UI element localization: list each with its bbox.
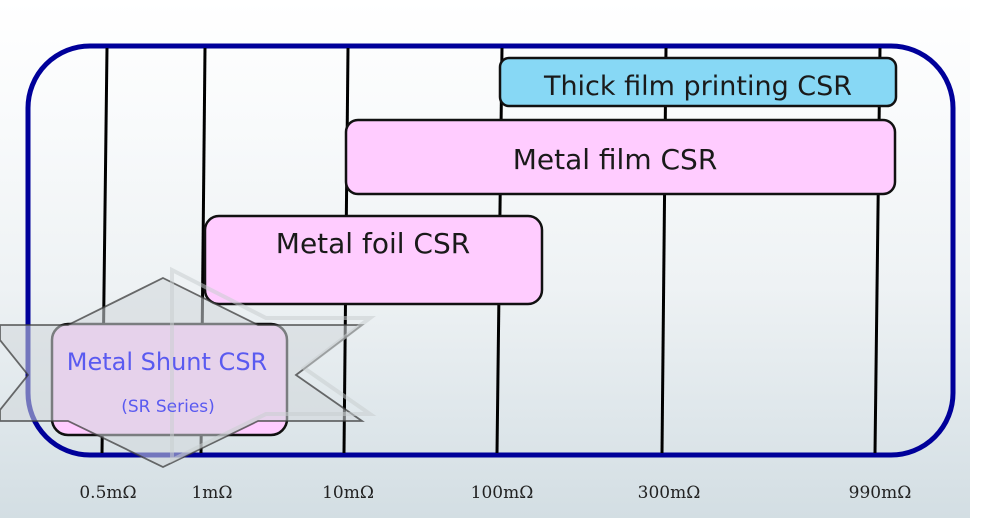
range-label-metal-shunt: Metal Shunt CSR xyxy=(67,348,267,376)
x-axis-labels: 0.5mΩ 1mΩ 10mΩ 100mΩ 300mΩ 990mΩ xyxy=(79,483,911,503)
range-bar-metal-foil xyxy=(203,214,544,306)
range-thick-film[interactable]: Thick film printing CSR xyxy=(498,56,898,108)
axis-tick-label: 100mΩ xyxy=(471,483,534,503)
axis-tick-label: 0.5mΩ xyxy=(79,483,136,503)
tick-line-300m xyxy=(660,47,668,454)
range-frame xyxy=(25,43,956,458)
range-metal-shunt[interactable]: Metal Shunt CSR (SR Series) xyxy=(0,266,377,468)
range-metal-film[interactable]: Metal film CSR xyxy=(344,118,897,196)
range-sublabel-metal-shunt: (SR Series) xyxy=(121,397,215,417)
tick-line-990m xyxy=(873,47,882,454)
range-bar-thick-film xyxy=(498,56,898,108)
axis-tick-label: 300mΩ xyxy=(638,483,701,503)
range-label-metal-film: Metal film CSR xyxy=(513,143,718,176)
range-label-metal-foil: Metal foil CSR xyxy=(276,227,470,260)
axis-tick-label: 1mΩ xyxy=(191,483,232,503)
highlight-star-overlay xyxy=(0,266,377,468)
range-bar-metal-film xyxy=(344,118,897,196)
range-metal-foil[interactable]: Metal foil CSR xyxy=(203,214,544,306)
axis-tick-label: 990mΩ xyxy=(849,483,912,503)
range-label-thick-film: Thick film printing CSR xyxy=(543,71,852,102)
axis-tick-label: 10mΩ xyxy=(322,483,374,503)
